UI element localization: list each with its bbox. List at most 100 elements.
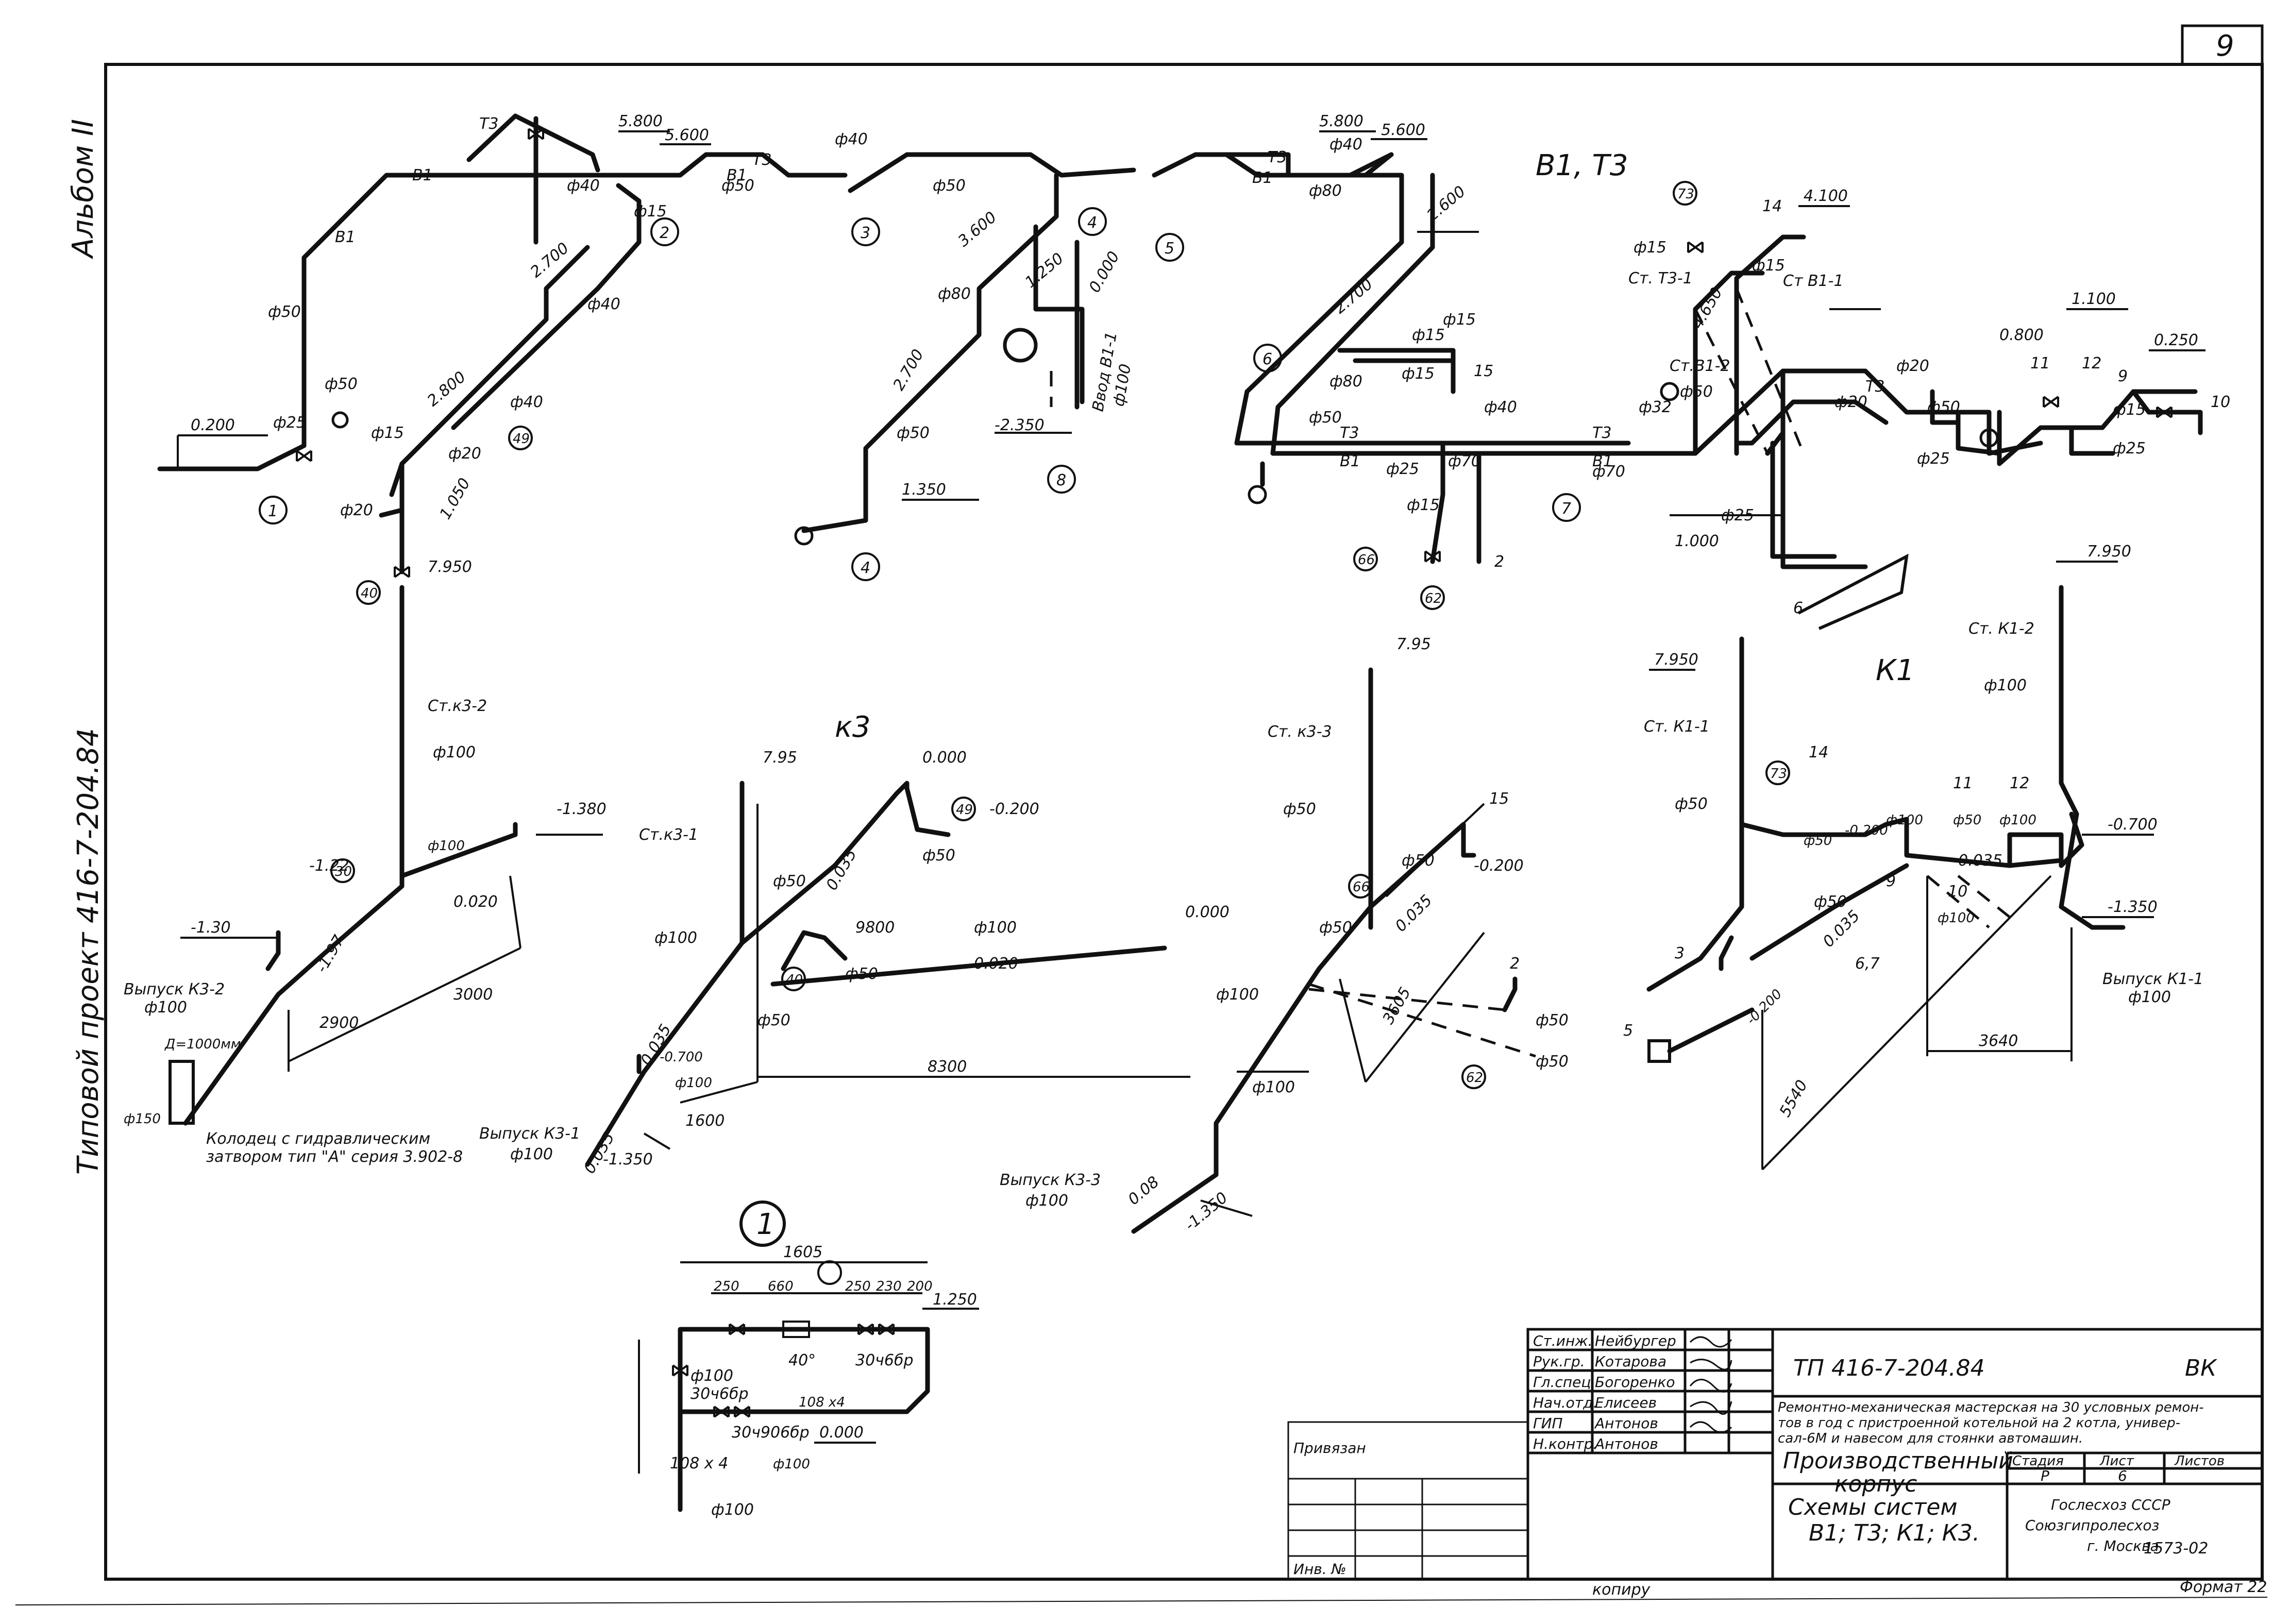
riser-k3-3: Ст. к3-3 (1268, 723, 1332, 741)
elev-1250: 1.250 (933, 1291, 977, 1309)
diameter: ф50 (325, 375, 358, 393)
fixture-11b: 11 (1953, 774, 1973, 792)
callout-62b: 62 (1466, 1070, 1483, 1086)
elev-795a: 7.95 (763, 749, 797, 767)
name-5: Антонов (1594, 1415, 1658, 1432)
dim-8300: 8300 (928, 1058, 967, 1076)
dim-3640: 3640 (1979, 1032, 2018, 1050)
role-4: Нач.отд. (1533, 1394, 1597, 1411)
name-1: Нейбургер (1595, 1332, 1676, 1349)
callout-66: 66 (1358, 552, 1375, 568)
callout-62: 62 (1425, 591, 1442, 606)
diameter: ф50 (1319, 919, 1352, 937)
diameter: ф50 (721, 177, 754, 195)
callout-73b: 73 (1770, 766, 1787, 782)
pipe-label-b1: В1 (1340, 452, 1360, 470)
diameter: ф40 (510, 393, 543, 411)
water-scheme: В1, Т3 (157, 112, 2230, 630)
org-name-1: Гослесхоз СССР (2051, 1496, 2170, 1513)
riser-k3-1: Ст.к3-1 (639, 826, 698, 844)
callout-40b: 40 (786, 972, 803, 988)
dim-230: 230 (876, 1279, 902, 1294)
well-note-1: Колодец с гидравлическим (206, 1130, 430, 1148)
fixture-14: 14 (1762, 197, 1782, 215)
diameter: ф20 (448, 445, 481, 463)
diameter: ф15 (2113, 401, 2146, 419)
diameter: ф50 (897, 424, 930, 442)
diameter: ф25 (1721, 506, 1754, 525)
elev-0800: 0.800 (1999, 326, 2044, 344)
diameter: ф100 (1999, 813, 2036, 828)
callout-66b: 66 (1353, 879, 1370, 895)
copier-label: копиру (1592, 1581, 1651, 1599)
fixture-5: 5 (1623, 1022, 1633, 1040)
callout-49: 49 (513, 431, 530, 447)
diameter: ф50 (1927, 398, 1960, 416)
fixture-15b: 15 (1489, 790, 1509, 808)
diameter: ф50 (757, 1011, 790, 1029)
diameter: ф20 (1834, 393, 1867, 411)
fixture-12b: 12 (2010, 774, 2029, 792)
fixture-12: 12 (2082, 354, 2101, 373)
slope-035: 0.035 (1958, 852, 2002, 870)
diameter: ф15 (1443, 311, 1476, 329)
diameter: ф15 (634, 202, 667, 221)
elev-m2350: -2.350 (995, 416, 1045, 434)
diameter: ф20 (1896, 357, 1929, 375)
title-block: Привязан Инв. № Ст.инж. Нейбургер Рук.гр… (1287, 1328, 2264, 1581)
fixture-9: 9 (2118, 367, 2128, 385)
elev-m1350: -1.350 (2108, 898, 2158, 916)
elev-0000: 0.000 (819, 1424, 864, 1442)
callout-73: 73 (1677, 187, 1694, 202)
water-system-title: В1, Т3 (1536, 149, 1628, 182)
detail-title: 1 (756, 1208, 775, 1241)
diameter: ф40 (1329, 136, 1362, 154)
elev-m0200b: -0.200 (1474, 857, 1524, 875)
riser-k3-2: Ст.к3-2 (428, 697, 487, 715)
diameter: ф100 (711, 1501, 754, 1519)
role-6: Н.контр. (1533, 1435, 1597, 1452)
fixture-15: 15 (1474, 362, 1493, 380)
diameter: ф80 (1329, 373, 1362, 391)
dim-1605: 1605 (783, 1243, 822, 1261)
callout-30: 30 (335, 864, 352, 879)
pipe-label-t3: Т3 (479, 115, 498, 133)
diameter: ф50 (1675, 795, 1708, 813)
dim-250a: 250 (714, 1279, 739, 1294)
pipe-label-b1: В1 (1592, 452, 1613, 470)
callout-49b: 49 (956, 802, 973, 818)
elev-m0200b: -0.200 (1744, 986, 1785, 1027)
name-2: Котарова (1595, 1353, 1666, 1370)
dim-5540: 5540 (1776, 1077, 1811, 1120)
project-label: Типовой проект 416-7-204.84 (72, 728, 105, 1175)
valve-spec-b: 30ч6бр (691, 1385, 749, 1403)
k3-scheme: к3 7.950 Ст.к3-2 ф100 ф100 -1.380 -1.22 … (124, 558, 1569, 1234)
slope-020b: 0.020 (974, 955, 1018, 973)
diameter: ф100 (773, 1457, 810, 1472)
outlet-k3-3: Выпуск К3-3 (1000, 1171, 1101, 1189)
diameter: ф100 (1216, 986, 1259, 1004)
outlet-k3-1: Выпуск К3-1 (479, 1125, 580, 1143)
diameter: ф100 (510, 1145, 553, 1163)
well-diameter: Д=1000мм (164, 1037, 241, 1052)
elev-m0700: -0.700 (660, 1050, 703, 1065)
diameter: ф50 (1402, 852, 1435, 870)
role-5: ГИП (1533, 1415, 1563, 1432)
elev-1250: 1.250 (1022, 249, 1067, 292)
angle-40: 40° (788, 1351, 816, 1369)
pipe-label-t3: Т3 (1268, 148, 1287, 166)
elev-1350: 1.350 (902, 481, 946, 499)
diameter: ф40 (567, 177, 600, 195)
fixture-6: 6 (1793, 599, 1803, 617)
well-note-2: затвором тип "А" серия 3.902-8 (206, 1148, 463, 1166)
diameter: ф15 (371, 424, 404, 442)
diameter: ф50 (1283, 800, 1316, 818)
dim-3605: 3605 (1379, 984, 1415, 1027)
elev-0000: 0.000 (1086, 248, 1123, 296)
building-name-2: корпус (1834, 1471, 1917, 1497)
callout-2: 2 (660, 224, 669, 242)
diameter: ф100 (1025, 1192, 1068, 1210)
elev-2700b: 2.700 (890, 346, 928, 394)
pipe-108: 108 х4 (799, 1395, 845, 1410)
